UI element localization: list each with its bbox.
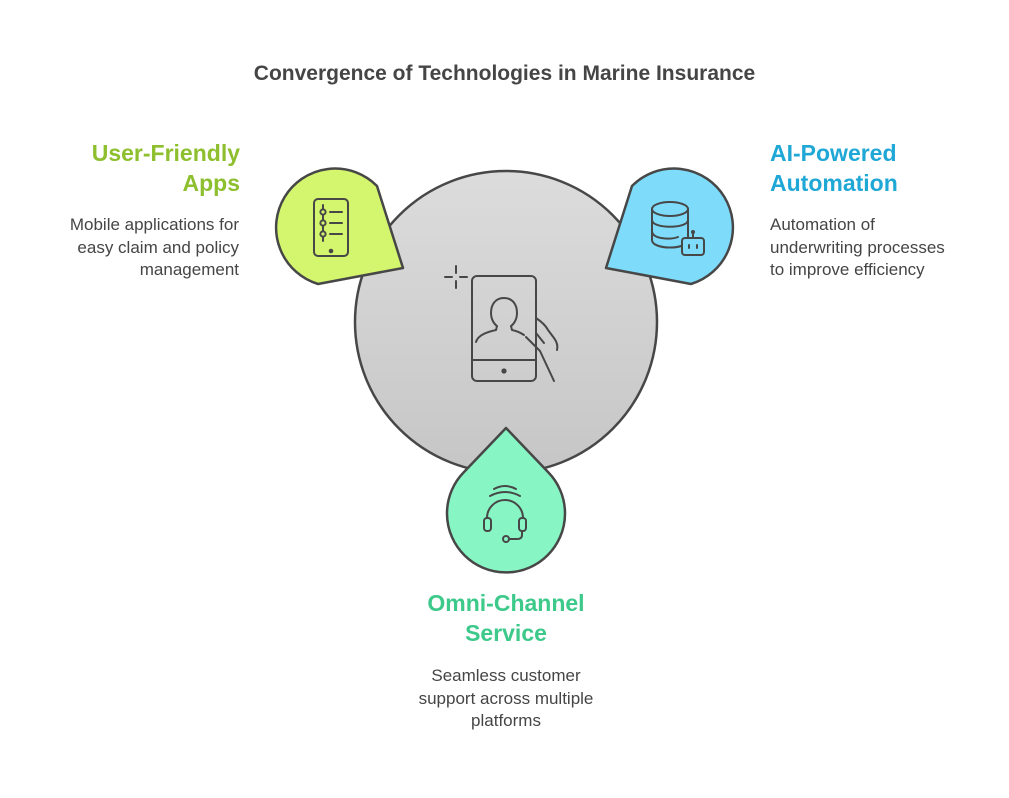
heading-line: User-Friendly [91, 140, 240, 166]
heading-line: Automation [770, 170, 898, 196]
description-line: easy claim and policy [77, 237, 239, 257]
node-description-user-friendly: Mobile applications for easy claim and p… [20, 214, 239, 282]
description-line: to improve efficiency [770, 260, 925, 279]
heading-line: AI-Powered [770, 140, 897, 166]
node-drop-user-friendly [274, 167, 405, 286]
database-robot-icon [651, 201, 705, 256]
description-line: Automation of [770, 215, 875, 234]
heading-line: Service [465, 620, 547, 646]
node-description-omni-channel: Seamless customer support across multipl… [380, 665, 632, 733]
description-line: Seamless customer [431, 666, 581, 685]
headset-signal-icon [483, 485, 527, 543]
heading-line: Apps [182, 170, 241, 196]
diagram-title: Convergence of Technologies in Marine In… [253, 62, 756, 85]
description-line: underwriting processes [770, 237, 945, 257]
node-heading-ai-powered: AI-Powered Automation [770, 138, 990, 198]
mobile-list-icon [313, 198, 349, 257]
description-line: support across multiple [418, 688, 594, 708]
heading-line: Omni-Channel [427, 590, 585, 616]
description-line: Mobile applications for [69, 215, 239, 234]
node-heading-omni-channel: Omni-Channel Service [380, 588, 632, 648]
description-line: platforms [471, 711, 541, 730]
node-heading-user-friendly: User-Friendly Apps [40, 138, 240, 198]
smartphone-user-touch-icon [444, 265, 559, 382]
node-description-ai-powered: Automation of underwriting processes to … [770, 214, 1000, 282]
description-line: management [139, 260, 239, 279]
